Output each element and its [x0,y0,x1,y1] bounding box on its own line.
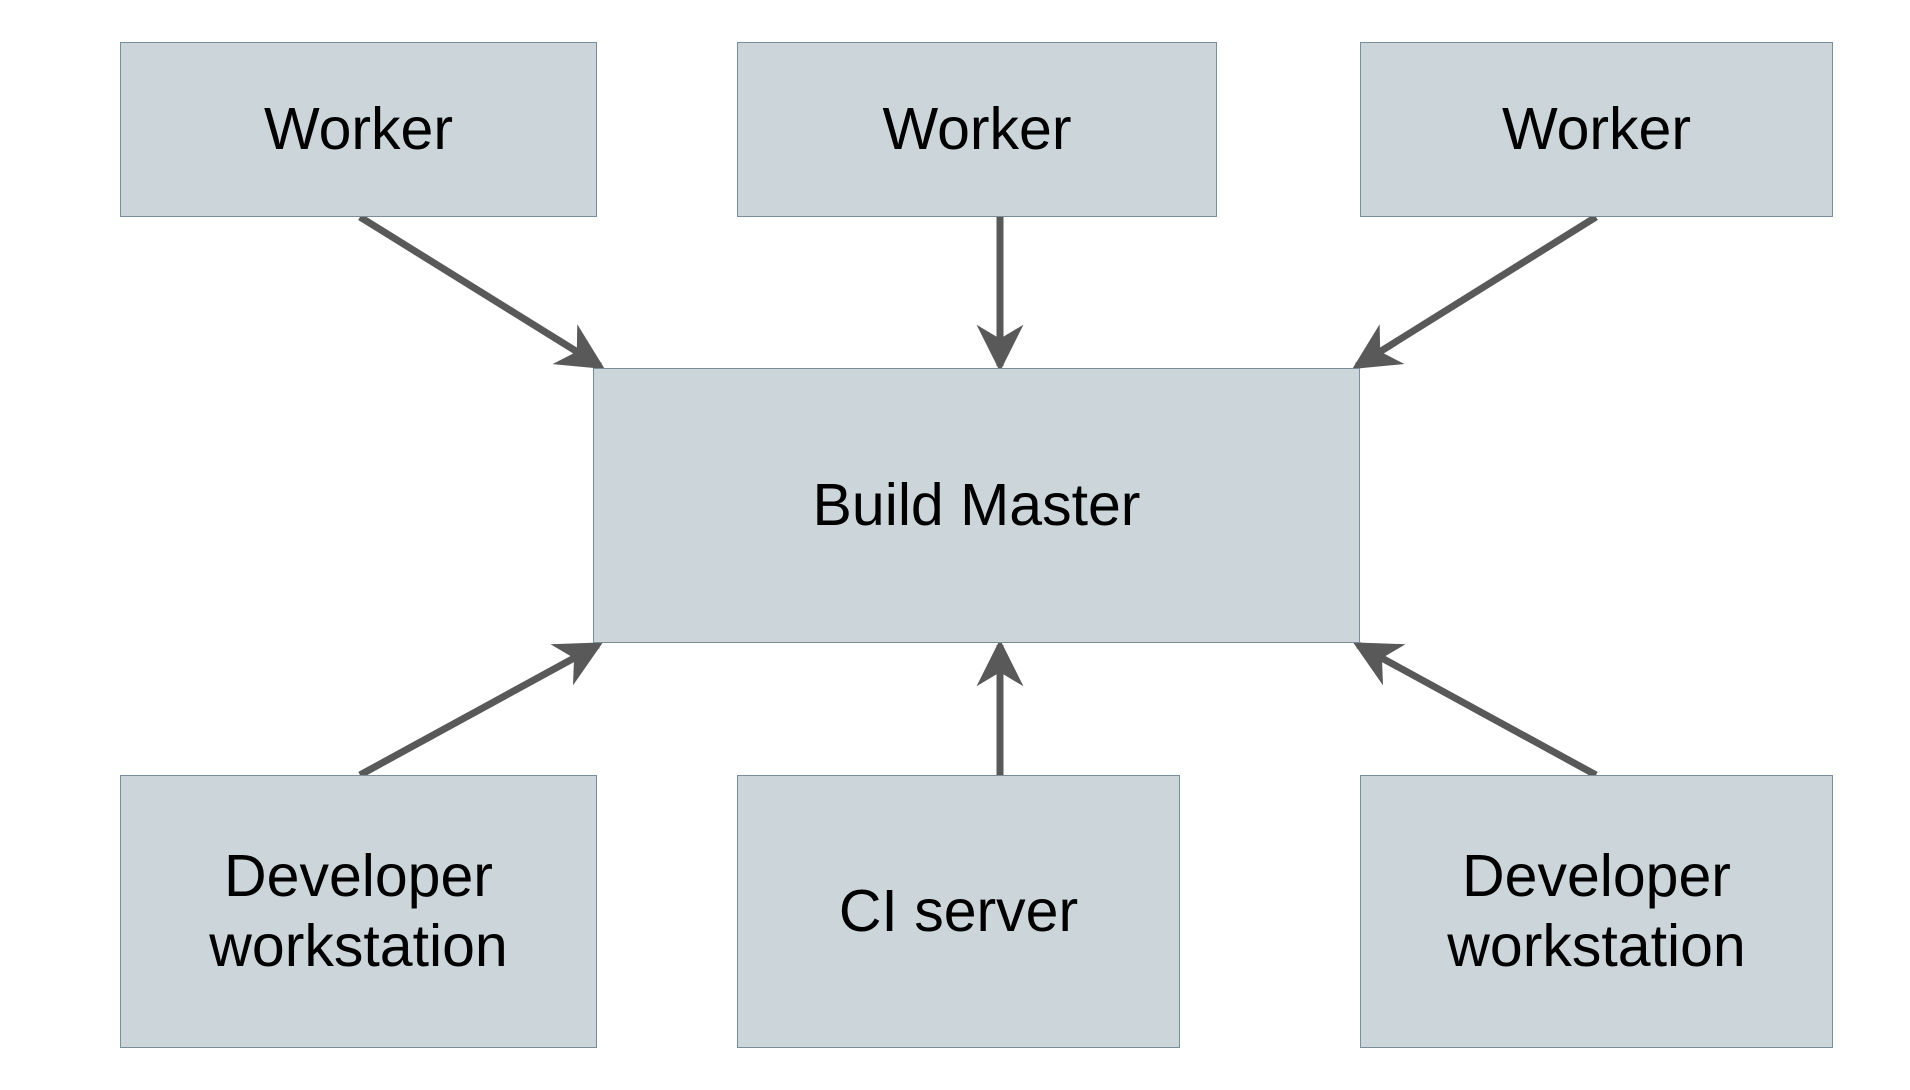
node-worker-center-label: Worker [882,95,1072,162]
node-developer-workstation-left-label: Developer workstation [209,842,508,979]
edge-dev-left-to-master [358,641,603,779]
node-build-master[interactable]: Build Master [593,368,1360,643]
node-worker-left[interactable]: Worker [120,42,597,217]
node-worker-left-label: Worker [263,95,454,162]
node-worker-right[interactable]: Worker [1360,42,1833,217]
edge-dev-right-to-master [1353,641,1598,779]
node-developer-workstation-right[interactable]: Developer workstation [1360,775,1833,1048]
node-developer-workstation-right-label: Developer workstation [1447,842,1746,979]
node-ci-server-label: CI server [838,877,1079,944]
node-developer-workstation-left[interactable]: Developer workstation [120,775,597,1048]
edge-worker-left-to-master [358,214,605,369]
edge-worker-right-to-master [1352,214,1598,369]
node-worker-center[interactable]: Worker [737,42,1217,217]
node-worker-right-label: Worker [1501,95,1692,162]
node-build-master-label: Build Master [812,471,1141,538]
node-ci-server[interactable]: CI server [737,775,1180,1048]
